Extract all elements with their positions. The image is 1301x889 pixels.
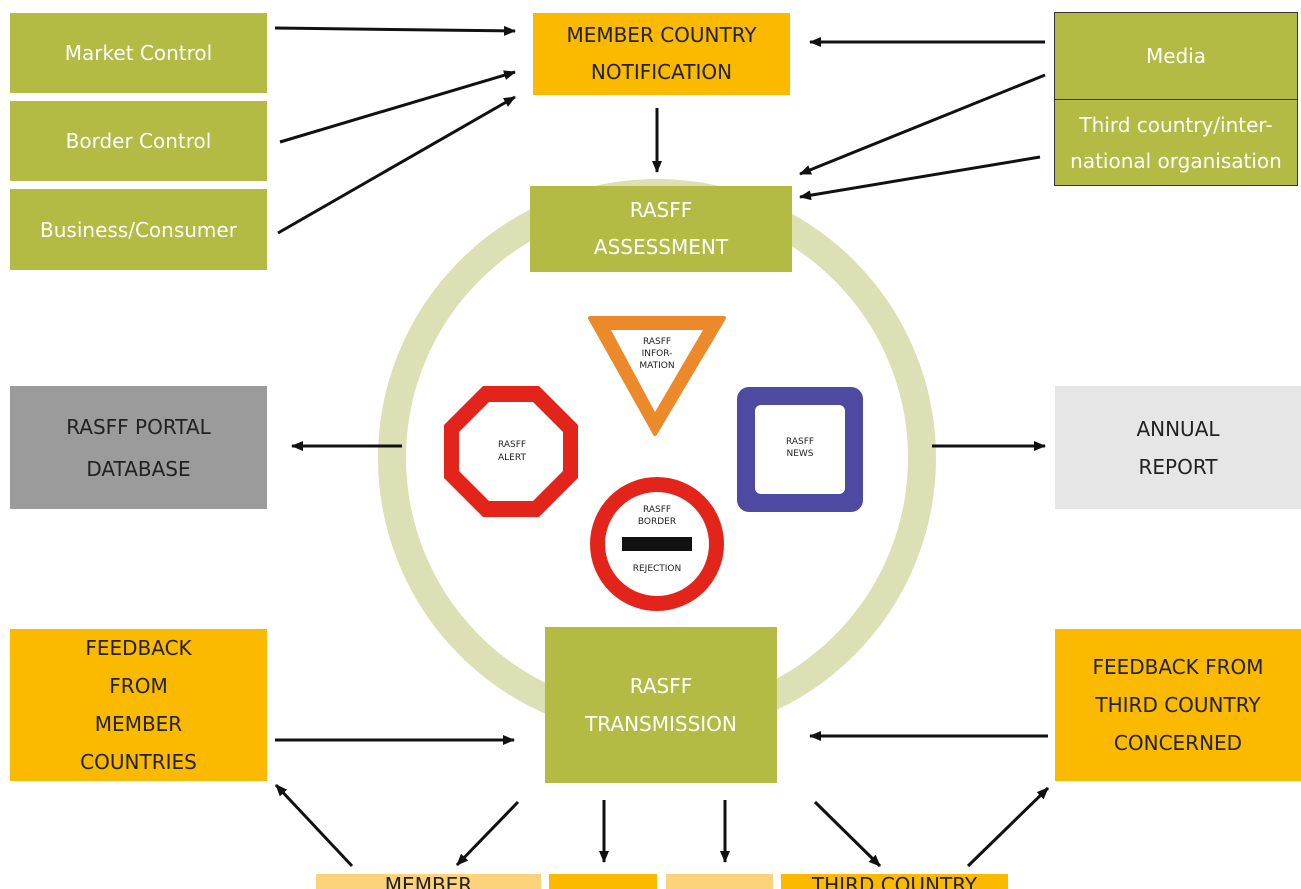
- third-country-box: Third country/inter- national organisati…: [1054, 99, 1298, 186]
- alert-sign-icon: RASFF ALERT: [444, 386, 578, 517]
- sign-info-line-3: MATION: [639, 361, 674, 371]
- member-bottom-label: MEMBER: [384, 874, 473, 889]
- sign-info-line-1: RASFF: [643, 337, 671, 347]
- sign-news-line-1: RASFF: [786, 437, 814, 447]
- business-consumer-box: Business/Consumer: [10, 189, 267, 270]
- feedback-member-countries-box: FEEDBACK FROM MEMBER COUNTRIES: [10, 629, 267, 781]
- bottom-box-2: [549, 874, 657, 889]
- arrow-transmission-to-third: [813, 800, 882, 868]
- media-box: Media: [1054, 12, 1298, 99]
- third-country-bottom-label: THIRD COUNTRY: [811, 874, 978, 889]
- feedback-third-country-box: FEEDBACK FROM THIRD COUNTRY CONCERNED: [1055, 629, 1301, 781]
- arrow-transmission-to-member: [455, 800, 520, 867]
- border-control-box: Border Control: [10, 101, 267, 181]
- bottom-box-3: [666, 874, 773, 889]
- arrow-market-to-notification: [274, 25, 516, 36]
- news-sign-icon: RASFF NEWS: [737, 387, 863, 512]
- border-rejection-sign-icon: RASFF BORDER REJECTION: [590, 477, 724, 611]
- arrow-border-to-notification: [279, 70, 516, 144]
- rasff-assessment-box: RASFF ASSESSMENT: [530, 186, 792, 272]
- member-country-notification-box: MEMBER COUNTRY NOTIFICATION: [533, 13, 790, 95]
- sign-alert-line-2: ALERT: [498, 453, 526, 463]
- sign-border-line-2: BORDER: [638, 517, 676, 527]
- arrow-bottom-to-feedback-third: [966, 786, 1050, 868]
- arrow-third-to-assessment: [799, 155, 1041, 201]
- market-control-box: Market Control: [10, 13, 267, 93]
- rasff-transmission-box: RASFF TRANSMISSION: [545, 627, 777, 783]
- sign-rejection-label: REJECTION: [633, 564, 682, 574]
- sign-info-line-2: INFOR-: [642, 349, 673, 359]
- annual-report-box: ANNUAL REPORT: [1055, 386, 1301, 509]
- arrow-bottom-to-feedback-members: [274, 783, 354, 868]
- flow-arrows: [274, 25, 1050, 868]
- rasff-portal-database-box: RASFF PORTAL DATABASE: [10, 386, 267, 509]
- information-sign-icon: RASFF INFOR- MATION: [588, 316, 726, 436]
- arrow-media-to-assessment: [799, 73, 1046, 176]
- sign-news-line-2: NEWS: [786, 449, 813, 459]
- member-bottom-box: MEMBER: [316, 874, 541, 889]
- sign-alert-line-1: RASFF: [498, 440, 526, 450]
- sign-border-line-1: RASFF: [643, 505, 671, 515]
- third-country-bottom-box: THIRD COUNTRY: [781, 874, 1008, 889]
- arrow-business-to-notification: [277, 95, 516, 235]
